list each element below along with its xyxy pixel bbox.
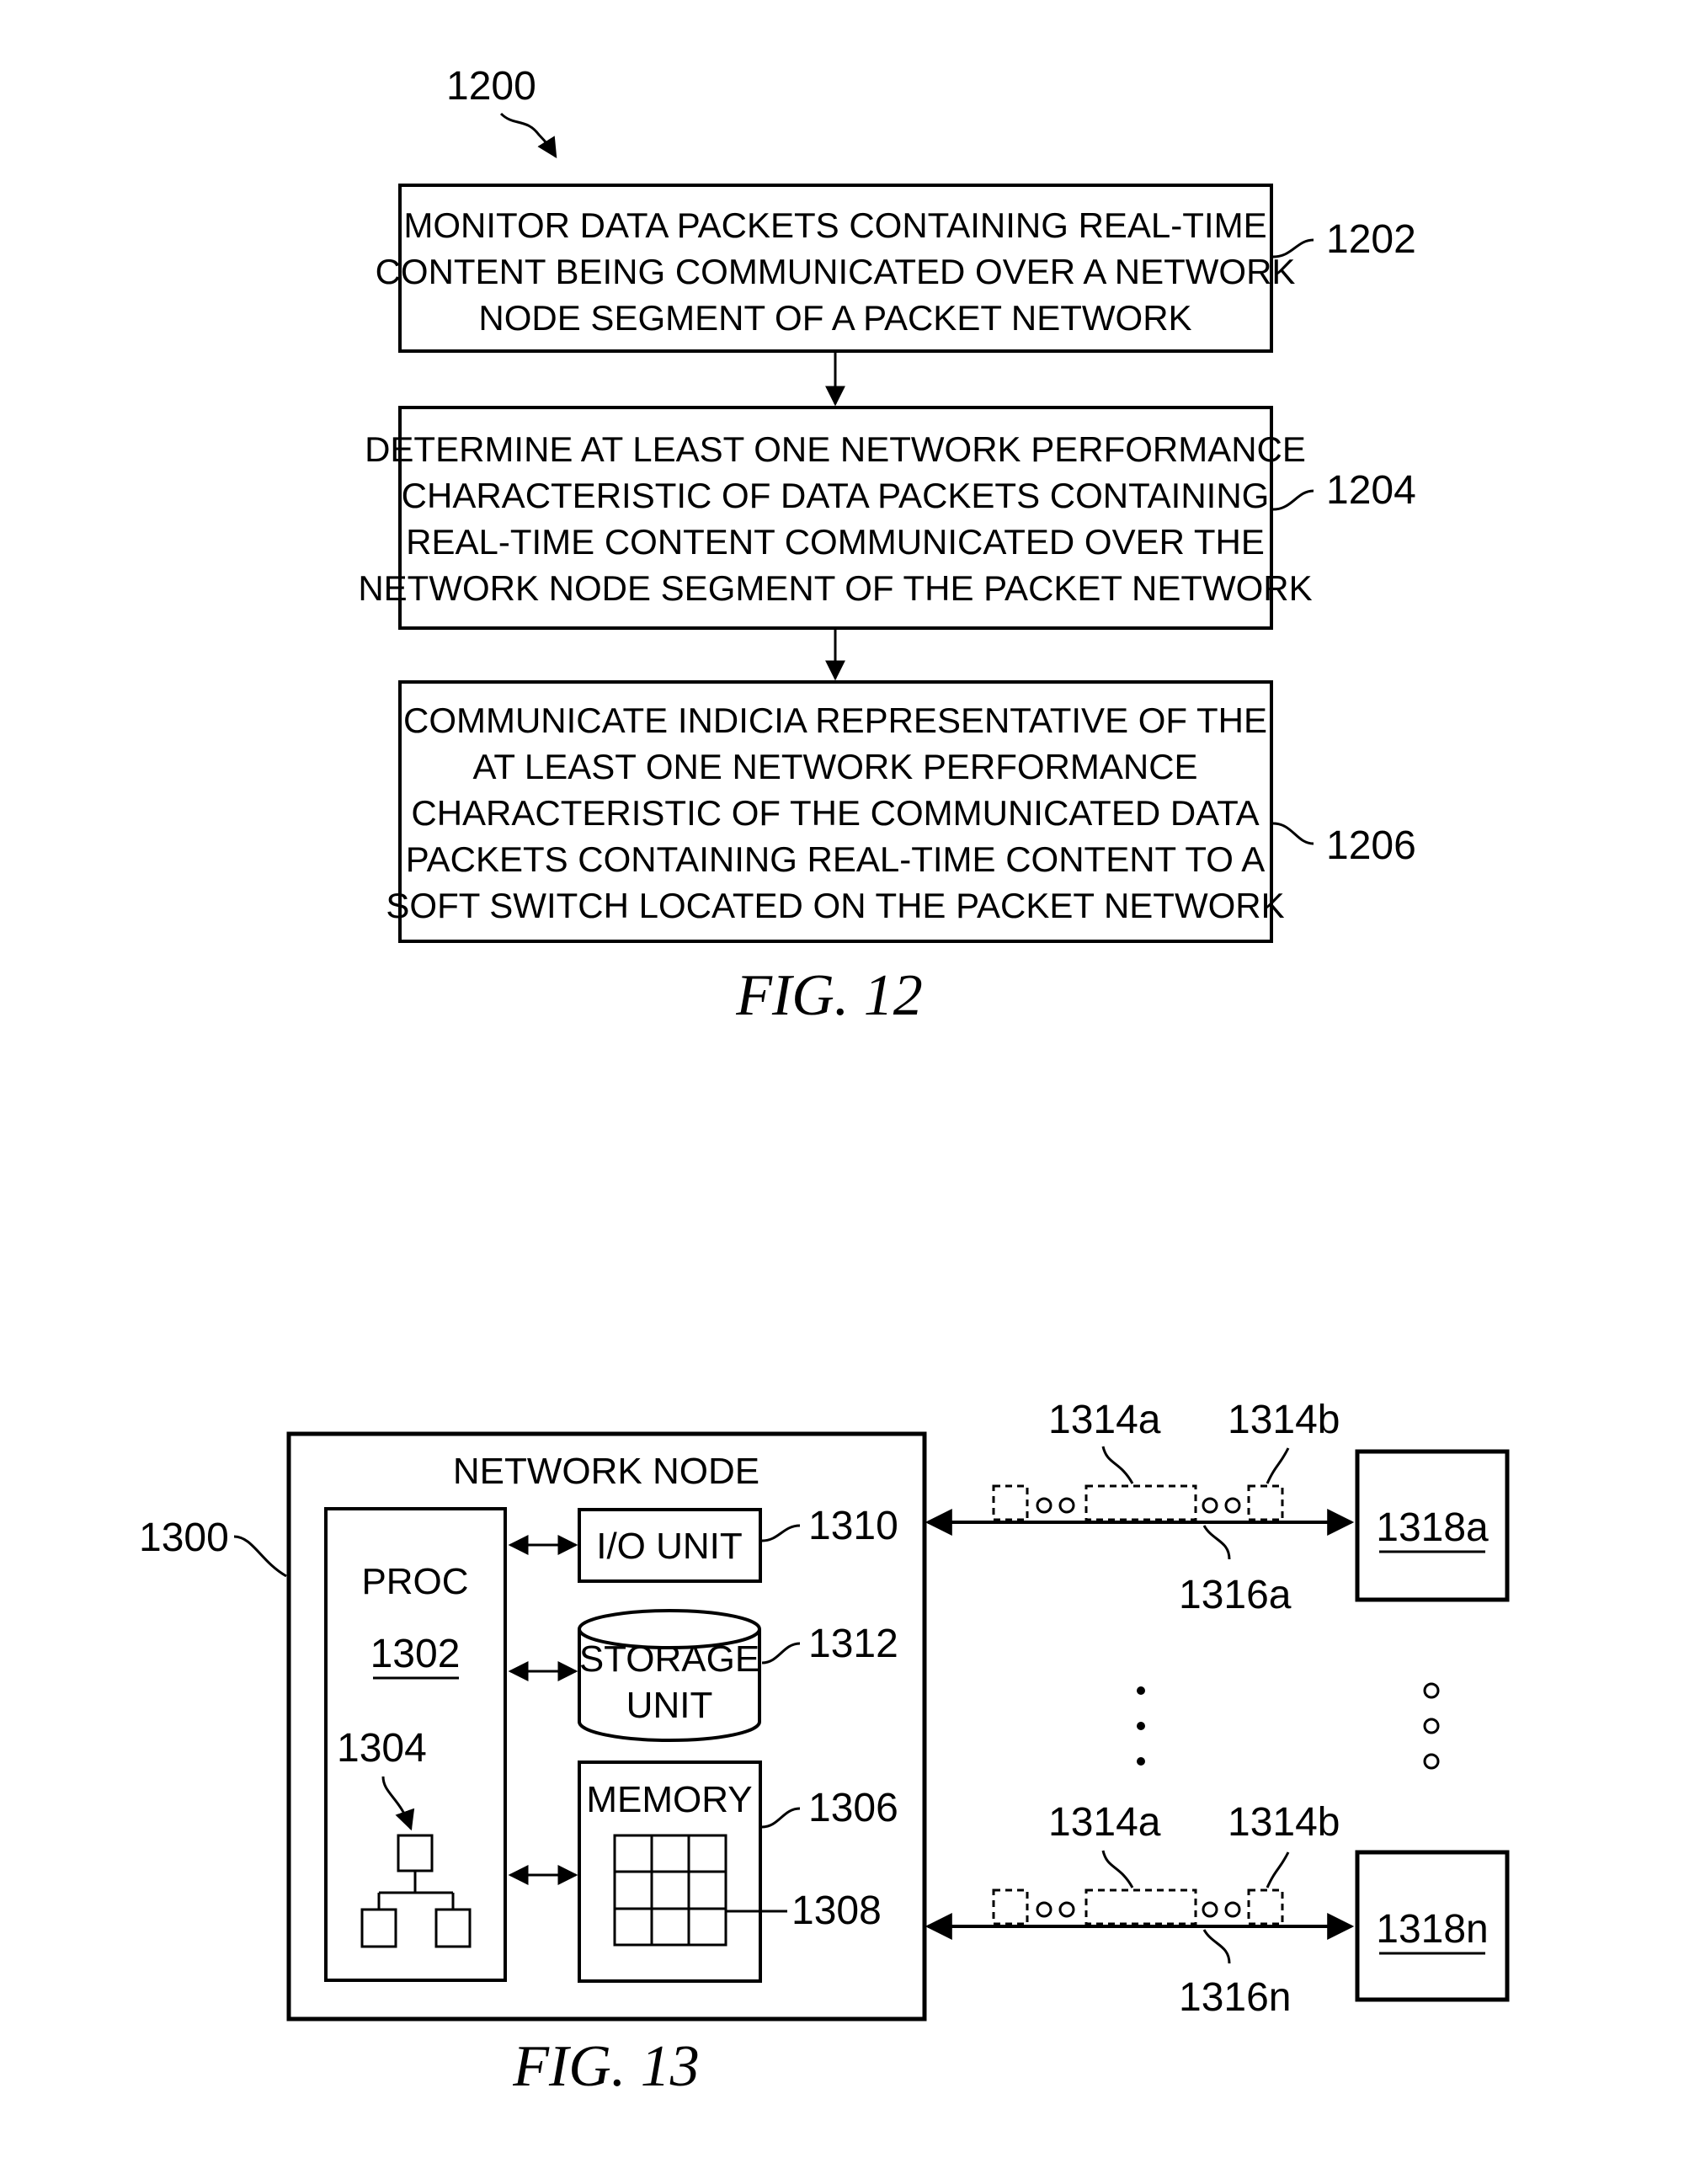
link-a-packet-small-1 xyxy=(994,1486,1027,1520)
io-unit-label: I/O UNIT xyxy=(596,1526,743,1567)
proc-ref: 1302 xyxy=(370,1632,461,1676)
step-1204-line-4: NETWORK NODE SEGMENT OF THE PACKET NETWO… xyxy=(358,568,1312,608)
tree-ref-arrow xyxy=(383,1776,411,1829)
storage-ref: 1312 xyxy=(808,1622,898,1666)
fig12-ref-arrow xyxy=(501,114,556,157)
memory-ref-leader xyxy=(762,1808,800,1827)
link-a-packet-b-ref: 1314b xyxy=(1228,1398,1340,1442)
step-1204-line-1: DETERMINE AT LEAST ONE NETWORK PERFORMAN… xyxy=(365,429,1306,469)
step-1206-line-1: COMMUNICATE INDICIA REPRESENTATIVE OF TH… xyxy=(403,700,1267,740)
step-1202-line-1: MONITOR DATA PACKETS CONTAINING REAL-TIM… xyxy=(403,205,1266,245)
dest-a-label: 1318a xyxy=(1376,1505,1489,1550)
link-n-packet-a-ref: 1314a xyxy=(1048,1800,1161,1845)
link-a-ref-leader xyxy=(1204,1526,1229,1559)
memory-label: MEMORY xyxy=(586,1779,752,1820)
link-a-packet-a-leader xyxy=(1103,1446,1132,1484)
step-1206-ref: 1206 xyxy=(1326,823,1416,868)
fig12: 1200 MONITOR DATA PACKETS CONTAINING REA… xyxy=(358,64,1415,1028)
link-a-packet-b-leader xyxy=(1267,1448,1288,1484)
link-a-ref: 1316a xyxy=(1179,1573,1292,1617)
link-n: 1314a 1314b 1316n 1318n xyxy=(928,1800,1507,2020)
step-1206-line-4: PACKETS CONTAINING REAL-TIME CONTENT TO … xyxy=(406,839,1266,879)
link-n-packet-b-leader xyxy=(1267,1852,1288,1888)
link-n-packet-large xyxy=(1086,1890,1196,1924)
link-a-packet-large xyxy=(1086,1486,1196,1520)
link-n-packet-b-ref: 1314b xyxy=(1228,1800,1340,1845)
step-1202-ref: 1202 xyxy=(1326,217,1416,262)
step-1206-line-2: AT LEAST ONE NETWORK PERFORMANCE xyxy=(472,747,1197,786)
node-ref: 1300 xyxy=(139,1515,229,1560)
proc-label: PROC xyxy=(361,1561,468,1602)
fig13: 1300 NETWORK NODE PROC 1302 1304 I/O UNI… xyxy=(139,1398,1507,2099)
network-node-title: NETWORK NODE xyxy=(453,1451,759,1492)
link-n-packet-a-leader xyxy=(1103,1851,1132,1888)
ellipsis-dots xyxy=(1137,1684,1438,1768)
tree-ref: 1304 xyxy=(337,1726,427,1771)
storage-ref-leader xyxy=(762,1643,800,1663)
link-n-packet-small-2 xyxy=(1249,1890,1282,1924)
io-ref: 1310 xyxy=(808,1504,898,1548)
step-1206-leader xyxy=(1273,823,1314,844)
grid-ref: 1308 xyxy=(791,1888,882,1933)
step-1204-line-3: REAL-TIME CONTENT COMMUNICATED OVER THE xyxy=(406,522,1265,562)
storage-label-1: STORAGE xyxy=(579,1638,759,1680)
memory-grid xyxy=(615,1835,726,1945)
fig13-caption: FIG. 13 xyxy=(512,2034,700,2099)
link-n-packet-small-1 xyxy=(994,1890,1027,1924)
step-1206-line-5: SOFT SWITCH LOCATED ON THE PACKET NETWOR… xyxy=(386,886,1284,925)
step-1204-line-2: CHARACTERISTIC OF DATA PACKETS CONTAININ… xyxy=(402,476,1270,515)
step-1202-line-2: CONTENT BEING COMMUNICATED OVER A NETWOR… xyxy=(376,252,1296,291)
link-a-packet-small-2 xyxy=(1249,1486,1282,1520)
node-ref-leader xyxy=(234,1537,286,1576)
step-1206-line-3: CHARACTERISTIC OF THE COMMUNICATED DATA xyxy=(411,793,1259,833)
fig12-caption: FIG. 12 xyxy=(735,963,923,1028)
fig12-ref-number: 1200 xyxy=(446,64,536,109)
memory-ref: 1306 xyxy=(808,1786,898,1830)
step-1204-ref: 1204 xyxy=(1326,468,1416,513)
step-1204-leader xyxy=(1273,491,1314,509)
link-n-ref-leader xyxy=(1204,1930,1229,1963)
storage-label-2: UNIT xyxy=(626,1685,713,1726)
io-ref-leader xyxy=(762,1526,800,1541)
link-n-ref: 1316n xyxy=(1179,1975,1291,2020)
dest-n-label: 1318n xyxy=(1376,1907,1488,1952)
hierarchy-icon xyxy=(362,1835,470,1947)
link-a: 1314a 1314b 1316a 1318a xyxy=(928,1398,1507,1617)
step-1202-line-3: NODE SEGMENT OF A PACKET NETWORK xyxy=(478,298,1191,338)
link-a-packet-a-ref: 1314a xyxy=(1048,1398,1161,1442)
